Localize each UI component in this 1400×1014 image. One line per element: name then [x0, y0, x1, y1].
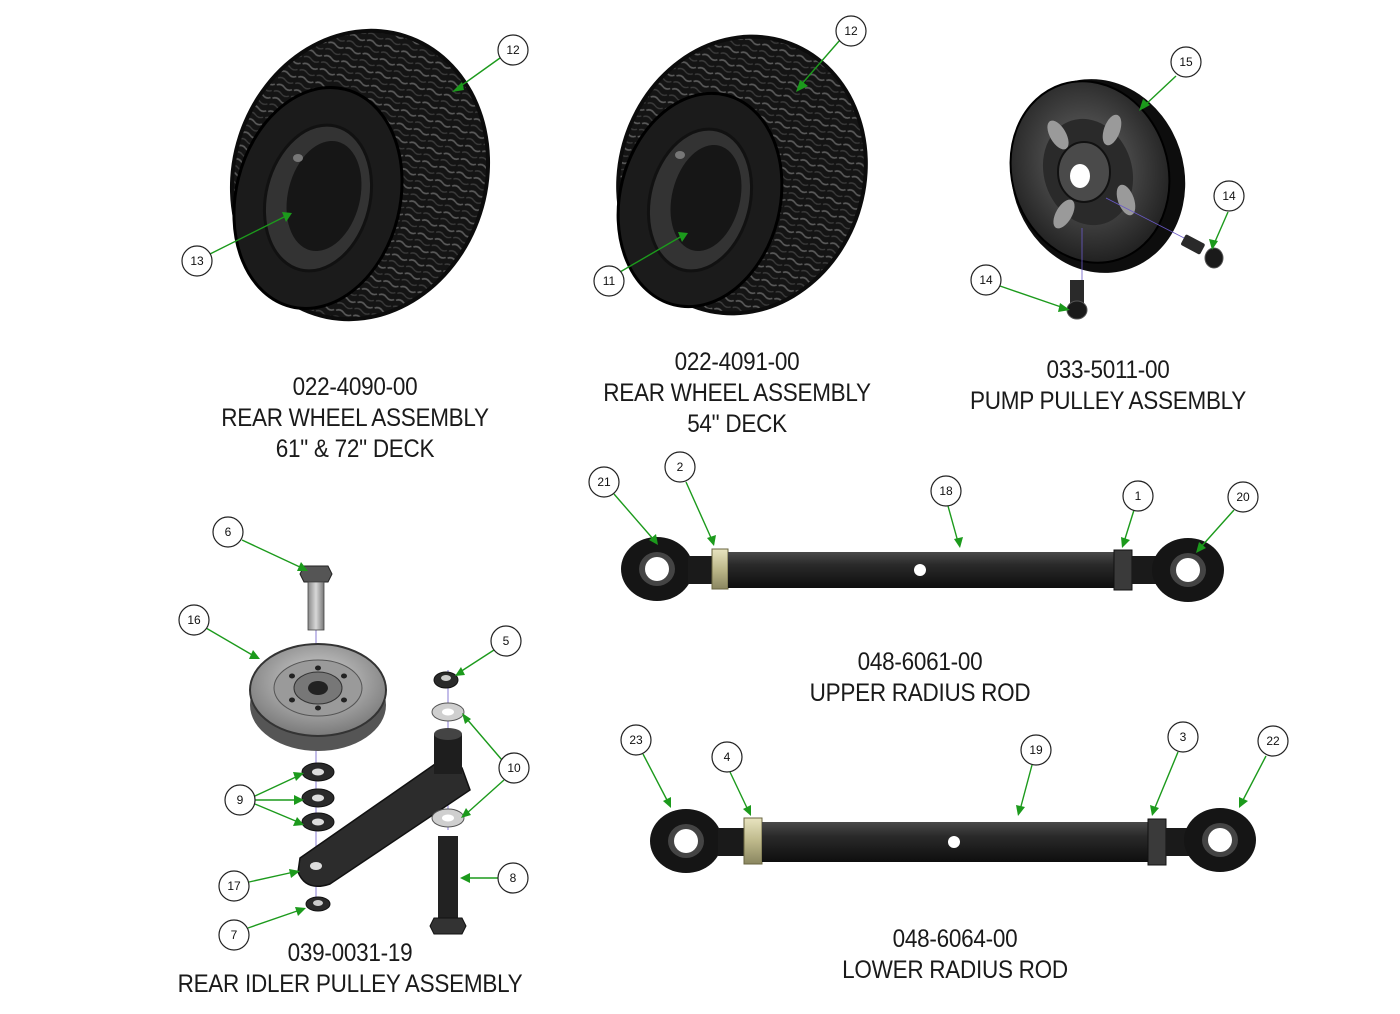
svg-text:21: 21: [597, 475, 611, 489]
svg-text:23: 23: [629, 733, 643, 747]
callout-ip-locknut: 5: [455, 625, 522, 676]
callout-ur-tube: 18: [930, 475, 963, 548]
svg-text:16: 16: [187, 613, 201, 627]
part-name: UPPER RADIUS ROD: [809, 679, 1031, 707]
caption-wheel-54: 022-4091-00 REAR WHEEL ASSEMBLY 54" DECK: [575, 347, 899, 440]
caption-lower-radius-rod: 048-6064-00 LOWER RADIUS ROD: [793, 924, 1117, 986]
svg-text:19: 19: [1029, 743, 1043, 757]
svg-text:6: 6: [225, 525, 232, 539]
part-number: 033-5011-00: [1046, 356, 1170, 384]
svg-text:11: 11: [603, 274, 616, 288]
set-screw-right: [1181, 234, 1224, 269]
callout-lr-left-nut: 4: [711, 741, 751, 816]
upper-radius-rod: [621, 537, 1224, 602]
svg-text:14: 14: [1222, 189, 1236, 203]
part-name: PUMP PULLEY ASSEMBLY: [970, 387, 1246, 415]
svg-text:8: 8: [510, 871, 517, 885]
part-name: REAR WHEEL ASSEMBLY: [603, 379, 871, 407]
callout-lr-right-nut: 3: [1150, 721, 1199, 816]
svg-text:9: 9: [237, 793, 244, 807]
callout-lr-tube: 19: [1016, 734, 1052, 816]
svg-text:12: 12: [506, 43, 520, 57]
svg-text:1: 1: [1135, 489, 1142, 503]
part-number: 048-6064-00: [892, 925, 1018, 953]
svg-text:15: 15: [1179, 55, 1193, 69]
svg-text:2: 2: [677, 460, 684, 474]
callout-ip-shaft: 8: [460, 862, 529, 894]
callout-ur-left-end: 21: [588, 466, 658, 545]
callout-w2-rim: 11: [593, 232, 688, 297]
set-screw-bottom: [1066, 280, 1088, 320]
caption-pump-pulley: 033-5011-00 PUMP PULLEY ASSEMBLY: [946, 355, 1270, 417]
svg-text:14: 14: [979, 273, 993, 287]
callout-ur-left-nut: 2: [664, 451, 716, 546]
part-number: 039-0031-19: [287, 939, 413, 967]
callout-lr-left-end: 23: [620, 724, 671, 808]
svg-text:18: 18: [939, 484, 953, 498]
svg-text:4: 4: [724, 750, 731, 764]
callout-ip-bolt: 6: [212, 516, 308, 571]
rear-wheel-61-72: [229, 28, 491, 322]
callout-ur-right-nut: 1: [1121, 480, 1154, 548]
svg-text:22: 22: [1266, 734, 1280, 748]
callout-ip-arm: 17: [218, 869, 300, 902]
callout-w2-tire: 12: [796, 15, 867, 92]
part-name: REAR IDLER PULLEY ASSEMBLY: [177, 970, 523, 998]
svg-text:12: 12: [844, 24, 858, 38]
rear-idler-pulley: [249, 565, 471, 935]
callout-ip-washers: 10: [461, 713, 530, 818]
callout-pp-screw-right: 14: [1209, 180, 1245, 250]
lower-radius-rod: [650, 808, 1256, 873]
pump-pulley: [1009, 79, 1224, 320]
callout-ip-pulley: 16: [178, 604, 260, 659]
caption-upper-radius-rod: 048-6061-00 UPPER RADIUS ROD: [758, 647, 1082, 709]
svg-text:3: 3: [1180, 730, 1187, 744]
svg-text:10: 10: [507, 761, 521, 775]
callout-w1-tire: 12: [452, 34, 529, 92]
callout-pp-pulley: 15: [1139, 46, 1202, 111]
part-note: 61" & 72" DECK: [275, 435, 435, 463]
part-number: 022-4090-00: [292, 373, 418, 401]
part-name: REAR WHEEL ASSEMBLY: [221, 404, 489, 432]
callout-ip-nut: 7: [218, 907, 306, 951]
part-number: 022-4091-00: [674, 348, 800, 376]
caption-rear-idler-pulley: 039-0031-19 REAR IDLER PULLEY ASSEMBLY: [170, 938, 530, 1000]
callout-pp-screw-bottom: 14: [970, 264, 1070, 312]
callout-lr-right-end: 22: [1239, 725, 1289, 808]
callouts: 12 13 12 11 15 14 14 21 2 18 1 20 23 4 1…: [178, 15, 1289, 951]
callout-w1-rim: 13: [181, 212, 292, 277]
caption-wheel-61-72: 022-4090-00 REAR WHEEL ASSEMBLY 61" & 72…: [193, 372, 517, 465]
svg-text:5: 5: [503, 634, 510, 648]
part-number: 048-6061-00: [857, 648, 983, 676]
rear-wheel-54: [616, 34, 868, 316]
callout-ip-spacers: 9: [224, 772, 304, 826]
part-name: LOWER RADIUS ROD: [842, 956, 1068, 984]
svg-text:17: 17: [227, 879, 241, 893]
svg-text:13: 13: [190, 254, 204, 268]
callout-ur-right-end: 20: [1196, 481, 1259, 553]
svg-text:7: 7: [231, 928, 238, 942]
svg-text:20: 20: [1236, 490, 1250, 504]
part-note: 54" DECK: [687, 410, 787, 438]
